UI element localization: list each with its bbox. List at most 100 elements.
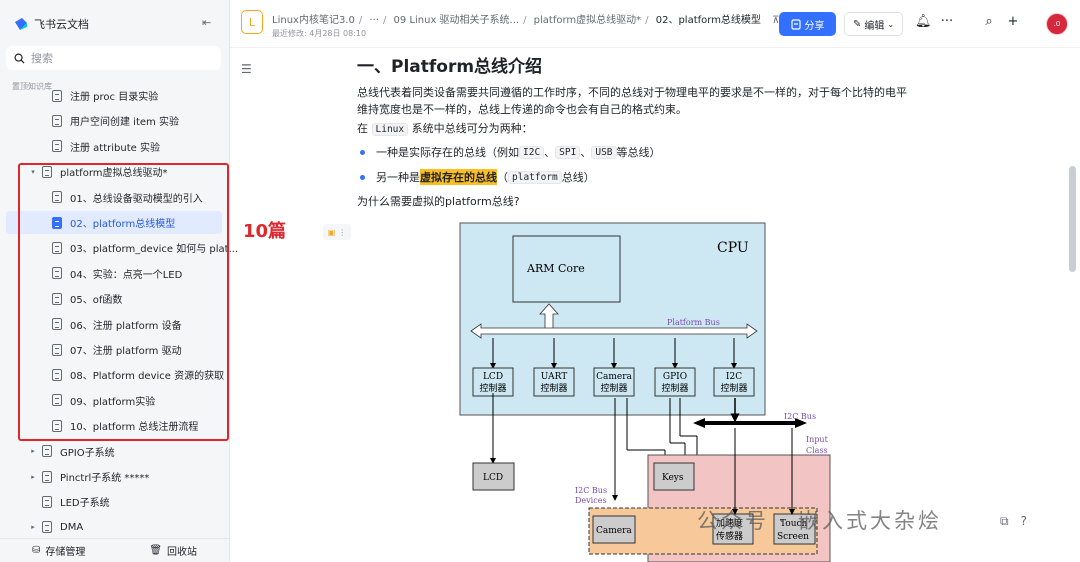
keys-box [653, 462, 695, 491]
document-icon [52, 368, 62, 381]
breadcrumb-item[interactable]: ··· [369, 15, 379, 26]
sidebar-item[interactable]: ▾platform虚拟总线驱动* [6, 160, 222, 183]
sidebar-item[interactable]: 07、注册 platform 驱动 [6, 338, 222, 361]
controller-label: 控制器 [479, 382, 506, 394]
storage-label: 存储管理 [45, 547, 86, 558]
i2c-bus-label: I2C Bus [784, 412, 816, 421]
sidebar-item[interactable]: ▸ DMA [6, 516, 222, 539]
list-item: 另一种是 虚拟存在的总线 （ platform 总线） [360, 169, 595, 185]
feedback-icon[interactable]: ⧉ [1000, 514, 1009, 528]
trash-button[interactable]: 🗑 回收站 [149, 543, 197, 558]
share-button[interactable]: 分享 [779, 12, 836, 36]
i2c-bus-arrow [693, 418, 807, 428]
sidebar-item[interactable]: 06、注册 platform 设备 [6, 313, 222, 336]
document-icon [52, 419, 62, 432]
text: 一种是实际存在的总线（例如 [376, 146, 519, 159]
controller-label: 控制器 [661, 382, 688, 394]
breadcrumb: Linux内核笔记3.0/ ···/ 09 Linux 驱动相关子系统.../ … [272, 15, 780, 26]
chevron-down-icon: ⌄ [887, 19, 895, 29]
platform-bus-arrow [470, 323, 758, 339]
sidebar-item[interactable]: 01、总线设备驱动模型的引入 [6, 186, 222, 209]
sidebar-item-label: 04、实验：点亮一个LED [70, 269, 183, 281]
sidebar-item-label: LED子系统 [60, 498, 110, 510]
image-block-icon: ▣ [327, 227, 336, 237]
collapse-sidebar-icon[interactable]: ⇤ [202, 16, 212, 29]
arm-core-label: ARM Core [526, 262, 585, 275]
watermark: 公众号 · 嵌入式大杂烩 [697, 509, 943, 533]
sidebar-item-label: 05、of函数 [70, 295, 123, 307]
sidebar-item[interactable]: 用户空间创建 item 实验 [6, 109, 222, 132]
sidebar-item-label: 01、总线设备驱动模型的引入 [70, 193, 203, 205]
add-icon[interactable]: + [1007, 14, 1019, 29]
breadcrumb-item[interactable]: platform虚拟总线驱动* [533, 15, 642, 26]
controller-label: LCD [483, 372, 503, 382]
touch-screen-box [773, 513, 816, 545]
text: （ [497, 171, 508, 184]
highlighted-text: 虚拟存在的总线 [420, 169, 497, 185]
chevron-down-icon[interactable]: ▾ [31, 167, 35, 176]
sidebar-item[interactable]: 注册 proc 目录实验 [6, 84, 222, 107]
chevron-right-icon[interactable]: ▸ [31, 447, 35, 456]
search-icon[interactable]: ⌕ [985, 14, 993, 29]
controller-label: Camera [596, 372, 632, 382]
inline-code: SPI [555, 145, 581, 159]
sidebar-item[interactable]: 02、platform总线模型 [6, 211, 222, 234]
sidebar-item[interactable]: 08、Platform device 资源的获取 [6, 363, 224, 386]
sidebar: 飞书云文档 ⇤ 搜索 置顶知识库 注册 proc 目录实验用户空间创建 item… [0, 0, 238, 562]
document-icon [52, 191, 62, 204]
sidebar-item[interactable]: 04、实验：点亮一个LED [6, 262, 222, 285]
i2c-devices-label: Devices [575, 496, 607, 505]
touch-screen-label: Screen [777, 532, 809, 542]
chevron-right-icon[interactable]: ▸ [31, 523, 35, 532]
sidebar-item[interactable]: ▸Pinctrl子系统 ***** [6, 465, 222, 488]
annotation-count: 10篇 [243, 221, 287, 242]
sidebar-item-label: DMA [60, 521, 84, 533]
document-icon [52, 241, 62, 254]
help-icon[interactable]: ? [1020, 514, 1027, 528]
sidebar-item[interactable]: ▸GPIO子系统 [6, 440, 222, 463]
paragraph-line: 总线代表着同类设备需要共同遵循的工作时序，不同的总线对于物理电平的要求是不一样的… [357, 86, 907, 99]
sidebar-item[interactable]: 09、platform实验 [6, 389, 222, 412]
controller-label: I2C [726, 372, 742, 382]
sidebar-item[interactable]: 03、platform_device 如何与 plat... [6, 236, 238, 259]
app-brand[interactable]: 飞书云文档 [14, 14, 89, 34]
keys-label: Keys [662, 473, 684, 483]
sidebar-item[interactable]: 05、of函数 [6, 287, 222, 310]
lcd-device-label: LCD [483, 473, 503, 483]
document-icon [42, 470, 52, 483]
sidebar-item-label: 07、注册 platform 驱动 [70, 346, 182, 357]
chevron-right-icon[interactable]: ▸ [31, 472, 35, 481]
sidebar-item[interactable]: 10、platform 总线注册流程 [6, 414, 222, 437]
edit-button[interactable]: ✎ 编辑 ⌄ [844, 12, 903, 36]
outline-icon[interactable]: ☰ [241, 62, 252, 76]
storage-button[interactable]: ⛁ 存储管理 [32, 543, 85, 558]
camera-device-label: Camera [596, 526, 632, 536]
breadcrumb-item[interactable]: Linux内核笔记3.0 [272, 15, 355, 26]
search-placeholder: 搜索 [31, 52, 53, 65]
breadcrumb-current[interactable]: 02、platform总线模型 [655, 15, 761, 26]
pin-icon[interactable]: ⊼ [772, 15, 780, 26]
controller-label: 控制器 [600, 382, 627, 394]
controller-box [593, 367, 635, 397]
more-icon[interactable]: ··· [940, 14, 954, 29]
paragraph-line: 维持宽度也是不一样的，总线上传递的命令也会有自己的格式约束。 [357, 103, 687, 116]
text: 、 [544, 146, 556, 159]
avatar[interactable]: .0 [1046, 13, 1068, 35]
section-label: 置顶知识库 [12, 82, 52, 91]
doc-avatar[interactable]: L [241, 10, 263, 34]
controller-box [533, 367, 575, 397]
input-class-label: Class [806, 446, 828, 455]
breadcrumb-item[interactable]: 09 Linux 驱动相关子系统... [393, 15, 520, 26]
sidebar-item[interactable]: LED子系统 [6, 490, 222, 513]
scrollbar[interactable] [1069, 166, 1076, 272]
document-icon [42, 495, 52, 508]
controller-box [472, 367, 514, 397]
controller-label: 控制器 [540, 382, 567, 394]
sidebar-item[interactable]: 注册 attribute 实验 [6, 135, 222, 158]
bell-icon[interactable]: 🔔︎ [915, 14, 932, 29]
block-handle[interactable]: ▣ ⋮ [323, 224, 351, 240]
drag-handle-icon: ⋮ [338, 227, 347, 237]
controller-box [713, 367, 755, 397]
sidebar-item-label: 02、platform总线模型 [70, 219, 176, 230]
search-input[interactable]: 搜索 [6, 46, 221, 70]
